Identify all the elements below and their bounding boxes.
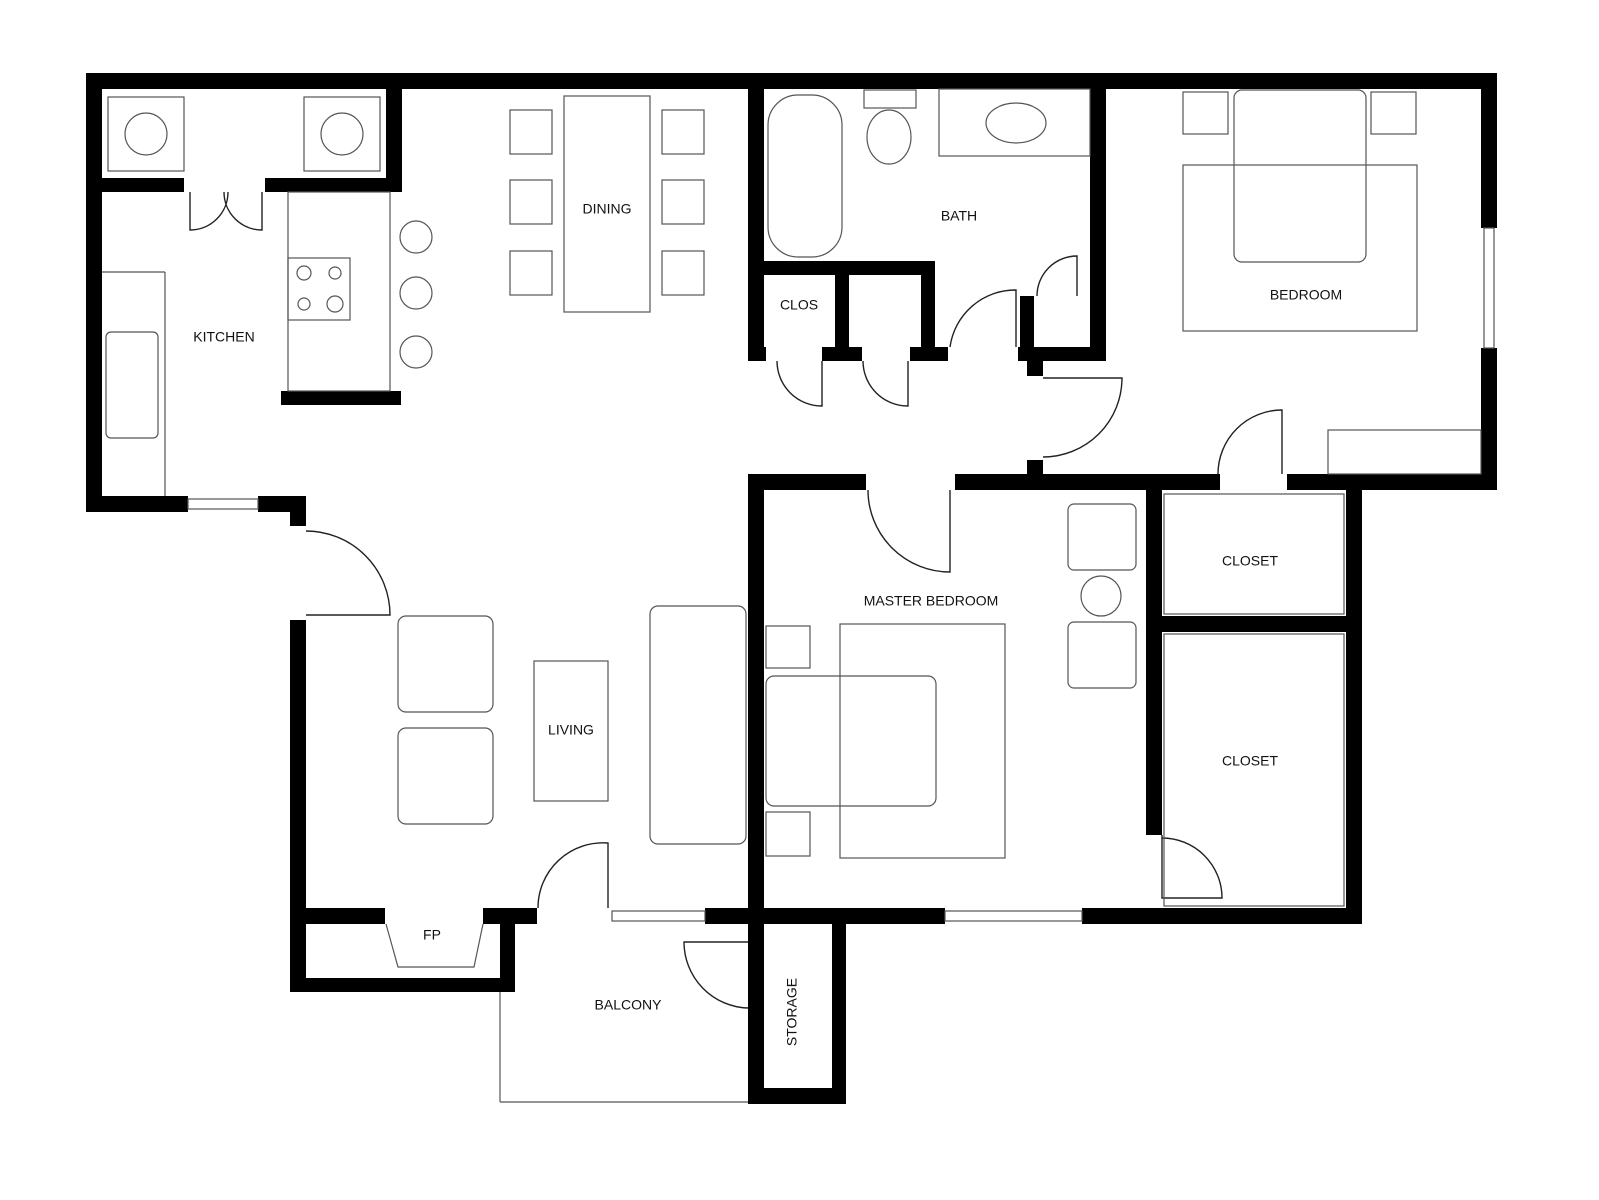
clos-door	[776, 360, 823, 407]
closet-rods	[1163, 493, 1345, 615]
nightstand	[1182, 91, 1229, 135]
fixtures	[102, 88, 1482, 968]
storage-door	[683, 941, 749, 1009]
label-fp: FP	[423, 927, 441, 943]
bedroom-hall-door	[1042, 377, 1123, 458]
washer-icon	[107, 96, 185, 172]
master-closet-door	[1161, 835, 1223, 899]
label-clos: CLOS	[780, 297, 818, 313]
label-dining: DINING	[583, 201, 632, 217]
windows	[187, 227, 1495, 1103]
closet-rods	[1163, 633, 1345, 907]
bedroom-door	[1217, 409, 1283, 475]
stove-icon	[287, 257, 351, 321]
vanity	[938, 88, 1091, 157]
bathtub-icon	[767, 94, 843, 258]
bath-door	[949, 289, 1017, 348]
label-closet-lower: CLOSET	[1222, 753, 1278, 769]
walls	[86, 73, 1497, 1104]
closet-door	[1036, 255, 1078, 297]
toilet-icon	[866, 109, 912, 165]
armchair	[397, 727, 494, 825]
label-bedroom: BEDROOM	[1270, 287, 1342, 303]
balcony-door	[537, 842, 609, 909]
entry-door	[305, 530, 391, 616]
doors	[189, 191, 1283, 1009]
label-living: LIVING	[548, 722, 594, 738]
nightstand	[1370, 91, 1417, 135]
label-kitchen: KITCHEN	[193, 329, 254, 345]
room-labels: KITCHEN DINING BATH CLOS BEDROOM MASTER …	[193, 201, 1342, 1046]
master-door	[867, 489, 951, 573]
laundry-door	[189, 191, 263, 231]
label-master-bedroom: MASTER BEDROOM	[864, 593, 999, 609]
armchair	[397, 615, 494, 713]
label-bath: BATH	[941, 208, 977, 224]
fireplace	[385, 923, 484, 968]
dryer-icon	[303, 96, 381, 172]
label-closet-upper: CLOSET	[1222, 553, 1278, 569]
rug	[1182, 164, 1418, 332]
master-bed-icon	[765, 675, 937, 807]
sofa-icon	[649, 605, 747, 845]
sink-icon	[105, 331, 159, 439]
linen-door	[862, 360, 909, 407]
bed-icon	[1233, 89, 1367, 263]
label-storage: STORAGE	[784, 978, 800, 1046]
dining-table	[563, 95, 651, 313]
coffee-table	[533, 660, 609, 802]
label-balcony: BALCONY	[595, 997, 663, 1013]
rug	[839, 623, 1006, 859]
